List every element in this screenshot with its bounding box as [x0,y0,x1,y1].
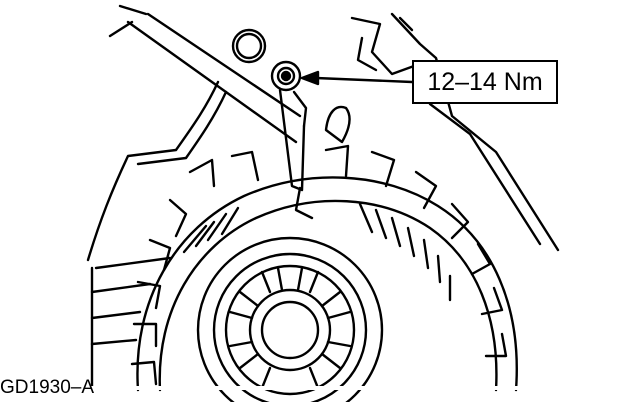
left-cover-panel [88,82,226,386]
callout-leader [302,72,412,84]
engine-cover-edge [110,6,300,142]
bolt [272,62,300,90]
torque-label: 12–14 Nm [427,67,543,96]
torque-callout: 12–14 Nm [412,60,558,104]
crankshaft-sprocket-outer [132,146,517,390]
guide-bracket [280,90,312,218]
crankshaft-hub [198,238,382,402]
right-housing [352,14,558,250]
dowel-ring [233,30,265,62]
locating-tab [326,107,349,142]
figure-code: GD1930–A [0,377,95,398]
